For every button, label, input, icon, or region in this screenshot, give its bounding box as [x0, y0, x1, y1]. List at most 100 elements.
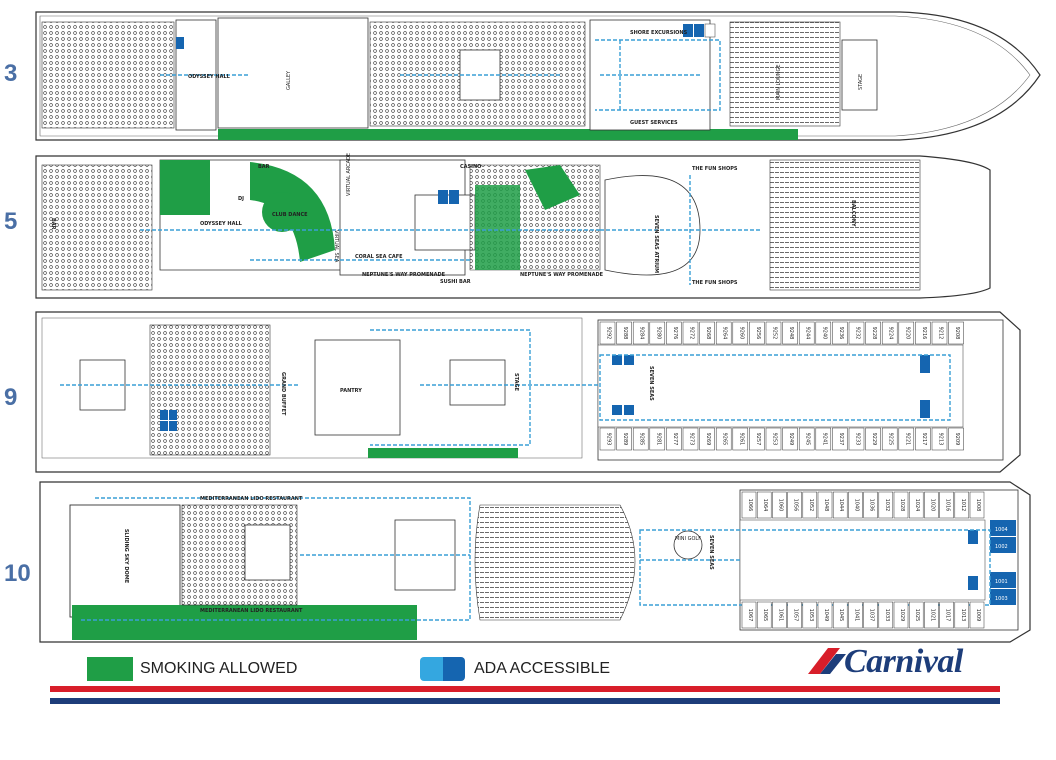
cabin-number: 1017	[945, 609, 951, 622]
cabin-cell	[599, 427, 616, 451]
cabin-number: 1064	[762, 499, 768, 512]
deck10-ada-1002	[990, 537, 1016, 553]
cabin-number: 9285	[639, 433, 645, 446]
cabin-cell	[782, 321, 798, 345]
cabin-number: 9249	[788, 433, 794, 446]
cabin-cell	[924, 601, 939, 629]
deck3-smoking-area	[218, 129, 798, 140]
deck3-ada-1	[683, 24, 693, 37]
cabin-cell	[898, 321, 915, 345]
cabin-number: 9220	[904, 327, 910, 340]
deck3-guest-services: GUEST SERVICES	[630, 120, 678, 126]
cabin-number: 9208	[954, 327, 960, 340]
cabin-cell	[863, 601, 878, 629]
cabin-number: 1008	[975, 499, 981, 512]
cabin-cell	[787, 601, 802, 629]
cabin-cell	[666, 427, 682, 451]
cabin-cell	[649, 427, 666, 451]
deck9-ada-3	[160, 421, 168, 431]
cabin-cell	[632, 427, 649, 451]
deck5-dj: DJ	[238, 196, 244, 202]
cabin-number: 9244	[805, 327, 811, 340]
cabin-cell	[772, 601, 787, 629]
cabin-number: 9236	[838, 327, 844, 340]
deck5-seven-seas-atrium: SEVEN SEAS ATRIUM	[653, 215, 659, 273]
deck10-ada-1004	[990, 520, 1016, 536]
cabin-number: 9269	[705, 433, 711, 446]
deck3-main-lounge: MAIN LOUNGE	[776, 64, 782, 100]
cabin-number: 1028	[899, 499, 905, 512]
cabin-cell	[756, 601, 772, 629]
carnival-logo-text: Carnival	[844, 643, 963, 680]
legend-smoking-swatch	[87, 657, 133, 681]
cabin-number: 1049	[823, 609, 829, 622]
deck9-smoking-area	[368, 448, 518, 458]
deck5-club-dance: CLUB DANCE	[272, 212, 308, 218]
deck10-smoking-area	[72, 605, 417, 640]
deck9-pantry: PANTRY	[340, 388, 362, 394]
cabin-cell	[865, 321, 881, 345]
cabin-cell	[599, 321, 616, 345]
cabin-number: 9248	[788, 327, 794, 340]
cabin-number: 1040	[853, 499, 859, 512]
cabin-cell	[832, 321, 848, 345]
deck10-ada-cabin-a	[968, 530, 978, 544]
cabin-cell	[939, 491, 954, 519]
deck9-ada-cabin-5	[920, 355, 930, 373]
cabin-number: 9260	[738, 327, 744, 340]
cabin-cell	[881, 321, 898, 345]
cabin-number: 9284	[639, 327, 645, 340]
cabin-number: 9225	[888, 433, 894, 446]
deck9-ada-cabin-4	[624, 405, 634, 415]
deck10-mediterranean-bottom: MEDITERRANEAN LIDO RESTAURANT	[200, 608, 303, 614]
cabin-number: 9253	[772, 433, 778, 446]
cabin-cell	[682, 427, 699, 451]
cabin-number: 9233	[855, 433, 861, 446]
cabin-number: 9241	[821, 433, 827, 446]
cabin-cell	[969, 491, 985, 519]
legend-smoking-label: SMOKING ALLOWED	[140, 660, 298, 677]
cabin-cell	[863, 491, 878, 519]
deck-number-9: 9	[4, 384, 18, 411]
cabin-number: 1024	[914, 499, 920, 512]
cabin-cell	[908, 601, 924, 629]
deck5-odyssey-hall: ODYSSEY HALL	[200, 221, 243, 227]
cabin-cell	[898, 427, 915, 451]
cabin-cell	[939, 601, 954, 629]
deck5-fun-shops-top: THE FUN SHOPS	[692, 166, 738, 172]
cabin-cell	[741, 491, 757, 519]
cabin-cell	[848, 427, 865, 451]
cabin-cell	[893, 601, 909, 629]
cabin-number: 1048	[823, 499, 829, 512]
cabin-number: 1056	[793, 499, 799, 512]
cabin-cell	[749, 427, 765, 451]
cabin-cell	[931, 427, 948, 451]
cabin-number: 9212	[938, 327, 944, 340]
cabin-number: 9237	[838, 433, 844, 446]
legend-ada-swatch-light	[420, 657, 443, 681]
deck5-sushi-bar: SUSHI BAR	[440, 279, 471, 285]
deck5-fun-shops-bottom: THE FUN SHOPS	[692, 280, 738, 286]
cabin-cell	[772, 491, 787, 519]
cabin-number: 9240	[821, 327, 827, 340]
cabin-cell	[682, 321, 699, 345]
cabin-number: 1053	[808, 609, 814, 622]
deck5-virtual-arcade: VIRTUAL ARCADE	[346, 153, 352, 196]
cabin-number: 9221	[904, 433, 910, 446]
cabin-number: 1041	[853, 609, 859, 622]
cabin-cell	[893, 491, 909, 519]
deck9-ada-1	[160, 410, 168, 420]
cabin-cell	[798, 321, 815, 345]
cabin-number: 9256	[755, 327, 761, 340]
cabin-cell	[798, 427, 815, 451]
deck-9: GRAND BUFFET PANTRY STAGE SEVEN SEAS 929…	[35, 311, 1021, 473]
cabin-number: 1009	[975, 609, 981, 622]
cabin-number: 1044	[838, 499, 844, 512]
cabin-number: 9232	[855, 327, 861, 340]
cabin-cell	[954, 601, 970, 629]
cabin-number: 1037	[869, 609, 875, 622]
deck9-ada-cabin-6	[920, 400, 930, 418]
